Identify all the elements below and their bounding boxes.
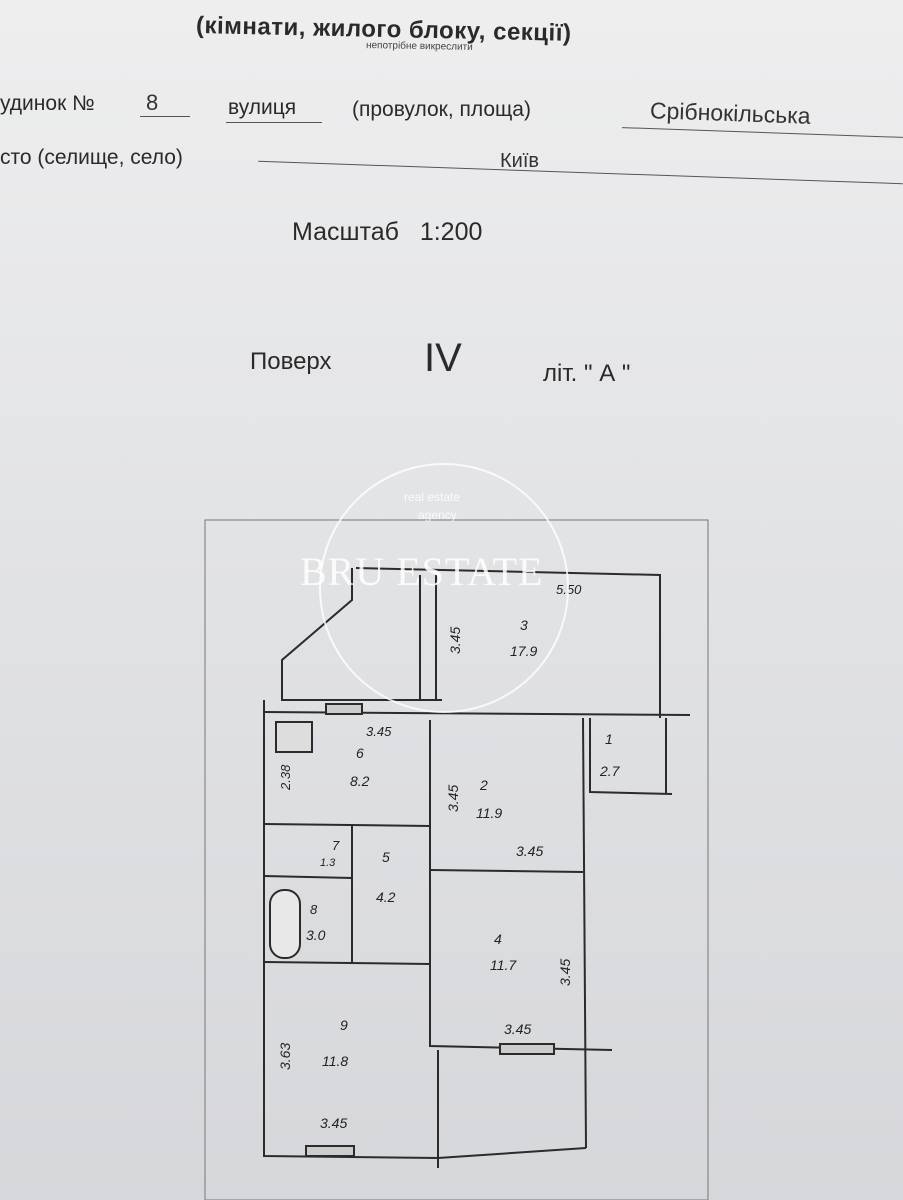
- room-3-number: 3: [520, 617, 528, 633]
- room-7-number: 7: [332, 838, 340, 853]
- room-6-area: 8.2: [350, 773, 370, 789]
- dim-2-width: 3.45: [516, 843, 543, 859]
- street-label-underline: [226, 122, 322, 123]
- room-8-area: 3.0: [306, 927, 326, 943]
- scale-label: Масштаб: [292, 218, 399, 246]
- street-alt-label: (провулок, площа): [352, 98, 531, 121]
- room-1-area: 2.7: [599, 763, 621, 779]
- room-5-number: 5: [382, 849, 390, 865]
- room-8-number: 8: [310, 902, 318, 917]
- dim-3-height: 3.45: [447, 627, 463, 654]
- watermark-circle: [319, 463, 569, 713]
- dim-4-width: 3.45: [504, 1021, 531, 1037]
- room-4-area: 11.7: [490, 957, 517, 973]
- room-1-number: 1: [605, 731, 613, 747]
- room-3-area: 17.9: [510, 643, 537, 659]
- city-label: сто (селище, село): [0, 146, 183, 169]
- room-labels: 1 2.7 2 11.9 3 17.9 4 11.7 5 4.2 6 8.2 7…: [306, 617, 621, 1069]
- city-name: Київ: [500, 150, 540, 172]
- scale-row: Масштаб 1:200: [292, 218, 482, 247]
- dim-6-height: 2.38: [278, 764, 293, 791]
- plan-outline: [204, 519, 709, 1200]
- dim-9-height: 3.63: [277, 1043, 293, 1070]
- watermark-brand: BRU ESTATE: [300, 549, 544, 594]
- dimension-labels: 3.45 5.50 3.45 2.38 3.45 3.45 3.45 3.45 …: [277, 582, 582, 1131]
- dim-2-height: 3.45: [445, 785, 461, 812]
- scale-value: 1:200: [419, 218, 483, 246]
- watermark-tagline-1: real estate: [404, 490, 461, 504]
- lit-label: літ. " А ": [543, 360, 631, 387]
- watermark-tagline-2: agency: [418, 508, 457, 522]
- house-number: 8: [146, 90, 159, 115]
- room-7-area: 1.3: [320, 857, 336, 869]
- dim-3-width: 5.50: [556, 582, 582, 597]
- house-number-underline: [140, 116, 190, 117]
- dim-6-width: 3.45: [366, 724, 392, 739]
- room-2-number: 2: [479, 777, 488, 793]
- floor-label: Поверх: [250, 348, 332, 375]
- room-2-area: 11.9: [476, 805, 502, 821]
- dim-4-height: 3.45: [557, 959, 573, 986]
- floor-number: IV: [424, 336, 462, 380]
- room-9-area: 11.8: [322, 1053, 348, 1069]
- room-5-area: 4.2: [376, 889, 396, 905]
- street-label: вулиця: [228, 96, 297, 119]
- room-9-number: 9: [340, 1017, 348, 1033]
- room-4-number: 4: [494, 931, 502, 947]
- house-label: удинок №: [0, 92, 95, 115]
- room-6-number: 6: [356, 745, 364, 761]
- dim-9-width: 3.45: [320, 1115, 347, 1131]
